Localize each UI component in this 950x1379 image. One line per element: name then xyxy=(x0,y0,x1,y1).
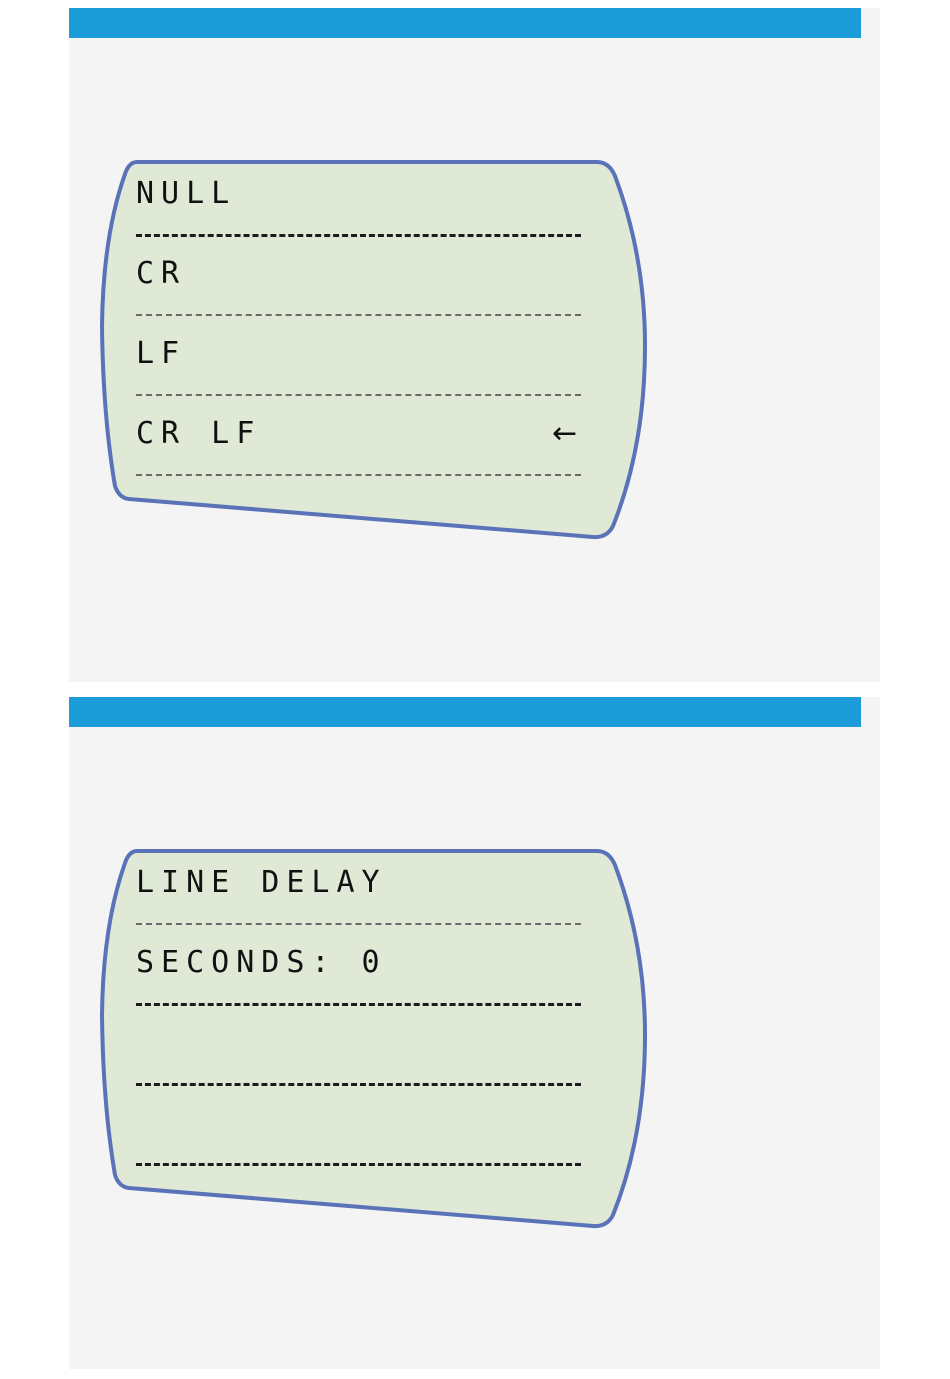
line-separator xyxy=(136,394,581,396)
lcd-screen: NULL CR LF CR LF ← xyxy=(97,156,657,546)
menu-option-cr[interactable]: CR xyxy=(136,256,186,292)
lcd-screen-outline xyxy=(97,845,657,1235)
line-separator xyxy=(136,314,581,316)
line-separator xyxy=(136,923,581,925)
menu-option-null[interactable]: NULL xyxy=(136,176,236,212)
menu-panel-line-delay: LINE DELAY SECONDS: 0 xyxy=(69,697,880,1369)
seconds-value[interactable]: SECONDS: 0 xyxy=(136,945,387,981)
panel-header-bar xyxy=(69,8,861,38)
screen-title-line-delay: LINE DELAY xyxy=(136,865,387,901)
line-separator xyxy=(136,234,581,237)
menu-option-lf[interactable]: LF xyxy=(136,336,186,372)
panel-header-bar xyxy=(69,697,861,727)
line-separator xyxy=(136,474,581,476)
selected-arrow-icon: ← xyxy=(552,416,577,452)
menu-panel-line-terminator: NULL CR LF CR LF ← xyxy=(69,8,880,682)
menu-option-cr-lf[interactable]: CR LF xyxy=(136,416,261,452)
line-separator xyxy=(136,1163,581,1166)
line-separator xyxy=(136,1003,581,1006)
lcd-screen: LINE DELAY SECONDS: 0 xyxy=(97,845,657,1235)
line-separator xyxy=(136,1083,581,1086)
